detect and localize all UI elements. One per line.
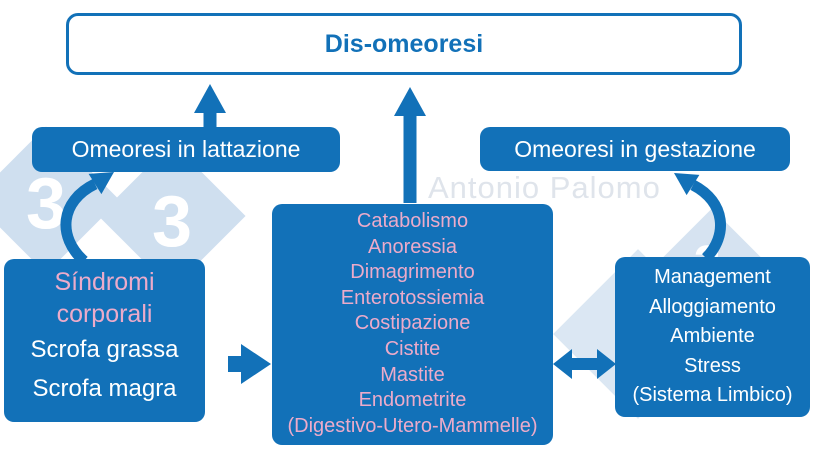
management-line: (Sistema Limbico) [632, 384, 793, 406]
node-body-line: Scrofa magra [32, 375, 177, 402]
node-sindromi-corporali: Síndromi corporali Scrofa grassa Scrofa … [4, 259, 205, 422]
node-pathologies: Catabolismo Anoressia Dimagrimento Enter… [272, 204, 553, 445]
management-line: Stress [684, 354, 741, 377]
node-management: Management Alloggiamento Ambiente Stress… [615, 257, 810, 417]
node-body-line: Scrofa grassa [30, 336, 179, 363]
pathology-line: Mastite [380, 363, 445, 386]
pathology-line: Dimagrimento [350, 261, 475, 284]
management-line: Alloggiamento [649, 295, 776, 318]
arrow-left-to-center [228, 344, 271, 384]
management-line: Ambiente [670, 325, 755, 347]
arrow-center-to-title [394, 87, 426, 203]
pathology-line: Costipazione [354, 312, 471, 335]
node-omeoresi-lattazione: Omeoresi in lattazione [32, 127, 340, 172]
node-title-line: corporali [56, 300, 153, 328]
pathology-line: Enterotossiemia [340, 286, 485, 309]
arrow-center-right-double [553, 349, 616, 379]
author-watermark: Antonio Palomo [428, 170, 661, 205]
arrow-lactation-to-title [194, 84, 226, 128]
pathology-line: Cistite [384, 337, 441, 360]
arrow-right-to-gestation [674, 173, 726, 262]
node-title-line: Síndromi [54, 268, 155, 296]
logo-digit: 3 [152, 182, 193, 262]
node-dis-omeoresi: Dis-omeoresi [66, 13, 742, 75]
management-line: Management [654, 266, 771, 288]
pathology-line: Endometrite [358, 389, 467, 412]
node-label: Omeoresi in gestazione [514, 136, 756, 162]
pathology-line: Catabolismo [356, 210, 469, 232]
node-label: Omeoresi in lattazione [71, 136, 301, 162]
logo-digit: 3 [26, 164, 67, 244]
title-label: Dis-omeoresi [324, 29, 484, 58]
pathology-line: Anoressia [368, 235, 457, 258]
node-omeoresi-gestazione: Omeoresi in gestazione [480, 127, 790, 171]
pathology-line: (Digestivo-Utero-Mammelle) [287, 414, 538, 437]
arrow-left-to-lactation [60, 172, 114, 266]
